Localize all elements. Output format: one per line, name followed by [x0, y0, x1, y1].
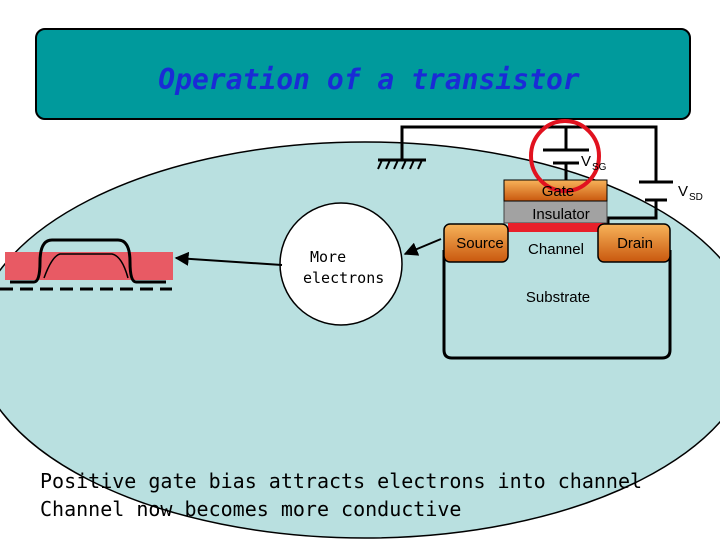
substrate	[442, 250, 672, 360]
caption-line1: Positive gate bias attracts electrons in…	[40, 469, 642, 493]
band-curve-inner	[43, 253, 129, 279]
gate-label: Gate	[542, 183, 575, 200]
source-label: Source	[456, 235, 504, 252]
zoom-callout: More electrons	[279, 202, 403, 326]
title-box	[35, 28, 691, 120]
ground-icon	[377, 158, 426, 170]
v-sd-subscript: SD	[689, 192, 703, 203]
arrow-icon-left	[174, 251, 283, 266]
magnified-band-view	[0, 238, 173, 291]
title-banner: Operation of a transistor	[35, 28, 691, 120]
battery-icon	[543, 148, 589, 165]
channel-label: Channel	[528, 241, 584, 258]
drain-electrode	[597, 223, 671, 263]
channel-layer	[508, 223, 604, 232]
drain-label: Drain	[617, 235, 653, 252]
zoom-text-line1: More	[310, 248, 346, 266]
caption-line2: Channel now becomes more conductive	[40, 497, 461, 521]
v-sg-label: V	[581, 153, 591, 170]
substrate-label: Substrate	[526, 289, 590, 306]
zoom-text-line2: electrons	[303, 269, 384, 287]
ground-wire	[400, 125, 658, 182]
highlight-circle	[529, 119, 601, 193]
background-ellipse	[0, 141, 720, 539]
v-sd-label: V	[678, 183, 688, 200]
v-sg-subscript: SG	[592, 162, 607, 173]
arrow-icon	[403, 238, 442, 256]
band-curve	[10, 238, 166, 284]
insulator-label: Insulator	[532, 206, 590, 223]
source-electrode	[443, 223, 509, 263]
zoom-band	[5, 252, 173, 280]
battery-icon-sd	[639, 180, 673, 202]
page-title: Operation of a transistor	[158, 63, 580, 96]
